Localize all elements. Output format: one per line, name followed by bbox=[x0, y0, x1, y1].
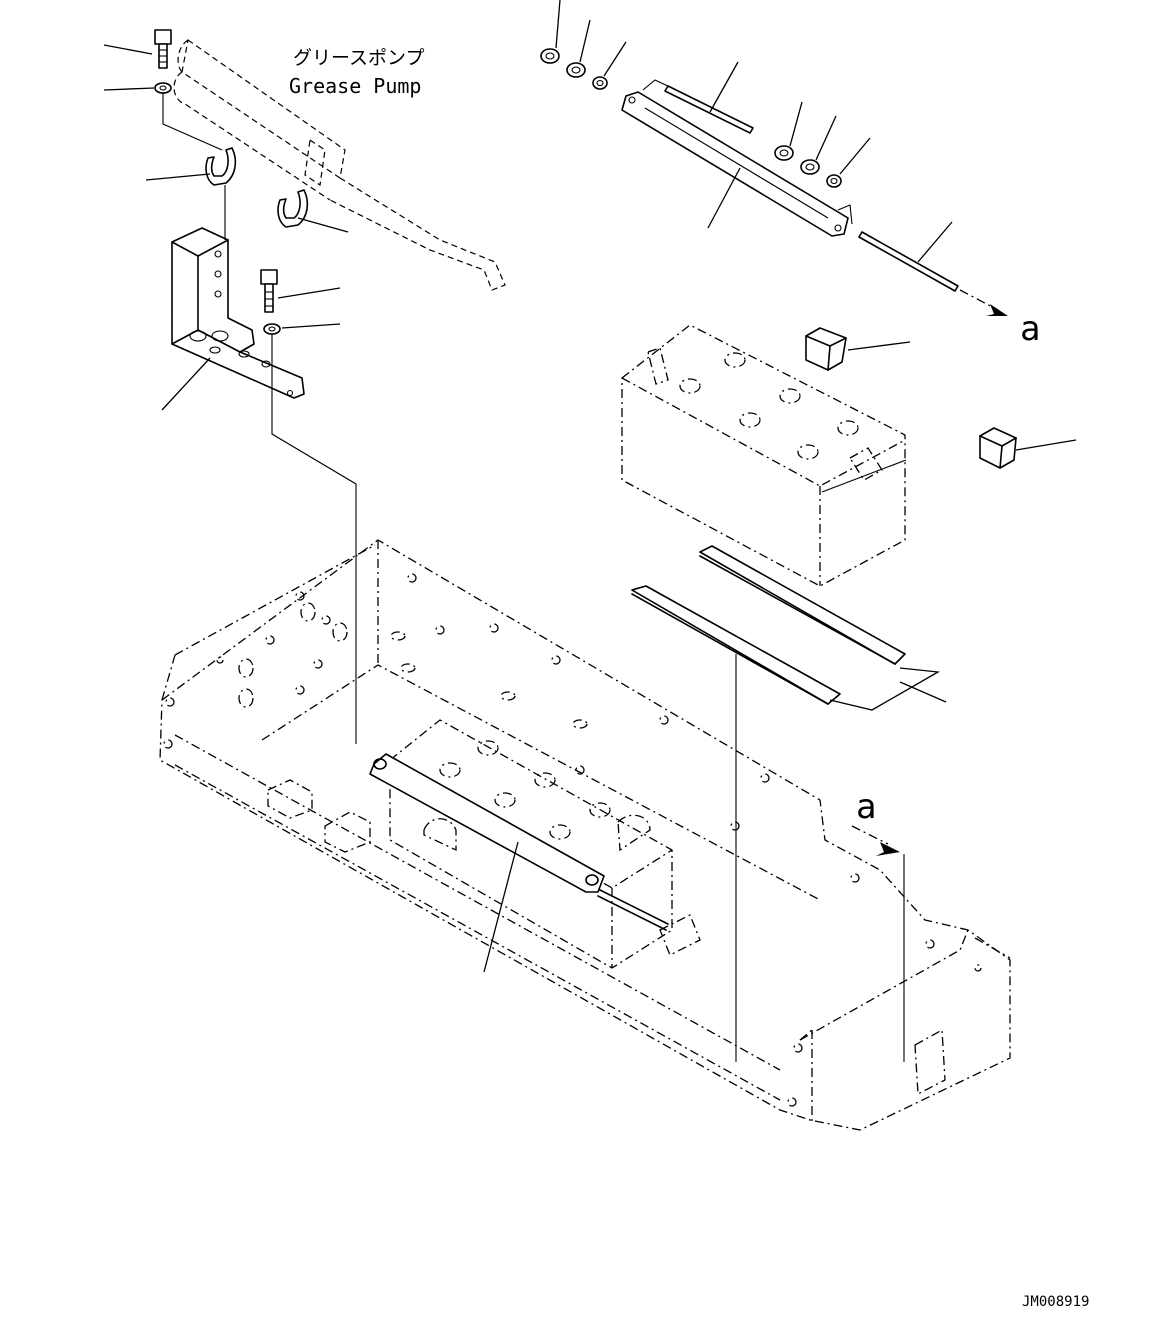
hold-down-bar-upper bbox=[621, 91, 849, 237]
arrow-a-top-label: a bbox=[1020, 309, 1040, 349]
arrow-a-bottom bbox=[851, 825, 900, 856]
battery bbox=[621, 324, 906, 587]
threaded-rod-upper bbox=[664, 85, 754, 134]
nut-1 bbox=[540, 48, 560, 64]
assembly-lines bbox=[162, 79, 907, 1062]
bolt-middle bbox=[260, 269, 278, 313]
mounting-bracket bbox=[171, 227, 305, 399]
nut-2 bbox=[566, 62, 586, 78]
leader-lines bbox=[103, 0, 1077, 973]
drawing-number: JM008919 bbox=[1022, 1294, 1089, 1310]
rubber-pad-1 bbox=[699, 545, 906, 665]
battery-box-frame bbox=[159, 539, 1011, 1131]
hold-down-bar-installed bbox=[369, 753, 669, 931]
grease-pump-label-en: Grease Pump bbox=[289, 74, 421, 98]
nut-3 bbox=[774, 145, 794, 161]
terminal-cap-1 bbox=[805, 327, 847, 371]
bolt-upper-left bbox=[154, 29, 172, 69]
grease-pump-label-jp: グリースポンプ bbox=[293, 47, 424, 69]
grease-pump bbox=[173, 38, 506, 291]
washer-upper-left bbox=[154, 82, 172, 94]
washer-middle bbox=[263, 323, 281, 335]
arrow-a-top bbox=[959, 289, 1008, 316]
arrow-a-bottom-label: a bbox=[856, 787, 876, 827]
clamp-clip-left bbox=[205, 147, 237, 186]
clamp-clip-right bbox=[277, 189, 309, 228]
washer-1 bbox=[592, 76, 608, 90]
terminal-cap-2 bbox=[979, 427, 1017, 469]
rubber-pad-2 bbox=[631, 585, 841, 705]
nut-4 bbox=[800, 159, 820, 175]
threaded-rod-lower bbox=[858, 231, 959, 292]
washer-2 bbox=[826, 174, 842, 188]
